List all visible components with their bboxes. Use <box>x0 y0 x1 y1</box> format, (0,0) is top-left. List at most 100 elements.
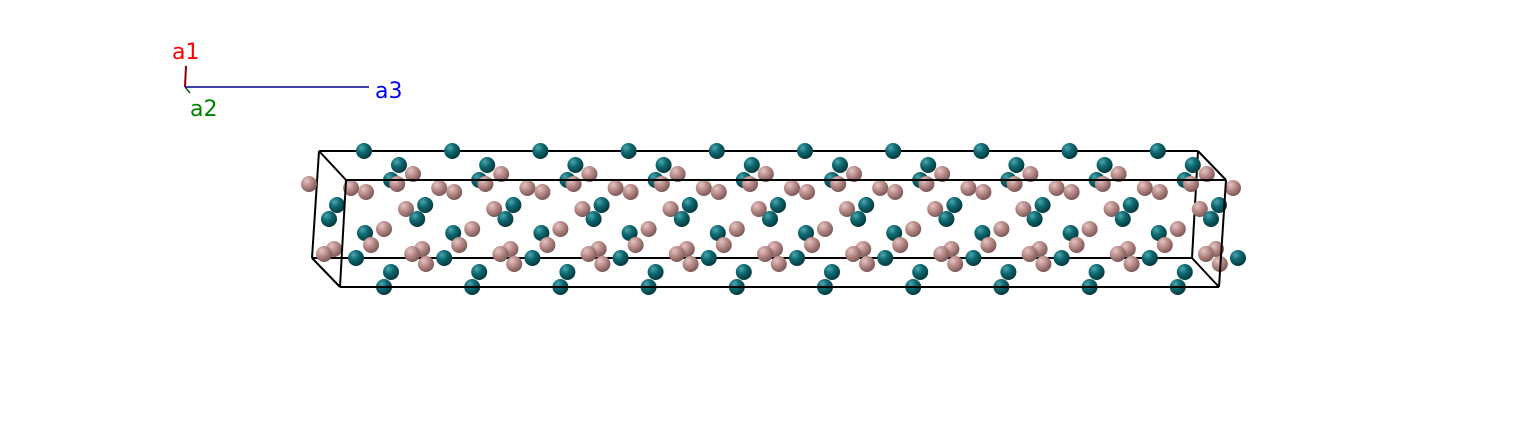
atom-species-b[interactable] <box>301 176 317 192</box>
atom-species-b[interactable] <box>859 256 875 272</box>
atom-species-b[interactable] <box>363 237 379 253</box>
atom-species-b[interactable] <box>846 166 862 182</box>
atom-species-b[interactable] <box>1191 201 1208 217</box>
atom-species-b[interactable] <box>622 184 639 200</box>
atom-species-b[interactable] <box>653 176 670 192</box>
atom-species-b[interactable] <box>784 180 800 196</box>
atom-species-b[interactable] <box>1183 176 1199 192</box>
atom-species-a[interactable] <box>524 250 541 266</box>
atom-species-a[interactable] <box>1000 264 1017 280</box>
atom-species-a[interactable] <box>797 143 813 159</box>
atom-species-b[interactable] <box>887 184 904 200</box>
atom-species-a[interactable] <box>912 264 929 280</box>
atom-species-b[interactable] <box>1151 184 1168 200</box>
atom-species-a[interactable] <box>620 143 637 159</box>
atom-species-b[interactable] <box>799 184 815 200</box>
atom-species-b[interactable] <box>1110 166 1127 182</box>
atom-species-b[interactable] <box>539 237 556 253</box>
atom-species-b[interactable] <box>1063 184 1080 200</box>
atom-species-b[interactable] <box>668 246 685 262</box>
atom-species-b[interactable] <box>662 201 679 217</box>
atom-species-a[interactable] <box>1114 211 1131 227</box>
atom-species-a[interactable] <box>965 250 982 266</box>
atom-species-b[interactable] <box>493 166 510 182</box>
atom-species-a[interactable] <box>762 211 778 227</box>
atom-species-b[interactable] <box>552 221 569 237</box>
atom-species-b[interactable] <box>1081 221 1098 237</box>
atom-species-a[interactable] <box>673 211 690 227</box>
atom-species-b[interactable] <box>581 166 598 182</box>
atom-species-a[interactable] <box>708 143 725 159</box>
atom-species-b[interactable] <box>1225 180 1241 196</box>
atom-species-b[interactable] <box>1169 221 1186 237</box>
atom-species-a[interactable] <box>1088 264 1105 280</box>
atom-species-b[interactable] <box>492 246 509 262</box>
atom-species-b[interactable] <box>1035 256 1052 272</box>
atom-species-b[interactable] <box>405 166 421 182</box>
atom-species-a[interactable] <box>417 197 434 213</box>
atom-species-b[interactable] <box>933 246 950 262</box>
atom-species-a[interactable] <box>709 225 726 241</box>
atom-species-a[interactable] <box>886 225 903 241</box>
atom-species-b[interactable] <box>418 256 434 272</box>
atom-species-a[interactable] <box>938 211 955 227</box>
atom-species-a[interactable] <box>348 250 364 266</box>
atom-species-b[interactable] <box>580 246 597 262</box>
atom-species-a[interactable] <box>1061 143 1078 159</box>
atom-species-a[interactable] <box>1053 250 1070 266</box>
atom-species-b[interactable] <box>534 184 551 200</box>
atom-species-b[interactable] <box>830 176 847 192</box>
atom-species-b[interactable] <box>710 184 727 200</box>
atom-species-b[interactable] <box>404 246 421 262</box>
atom-species-b[interactable] <box>757 246 773 262</box>
atom-species-b[interactable] <box>1015 201 1032 217</box>
atom-species-a[interactable] <box>1141 250 1158 266</box>
atom-species-a[interactable] <box>824 264 840 280</box>
atom-species-a[interactable] <box>798 225 814 241</box>
atom-species-a[interactable] <box>877 250 894 266</box>
atom-species-a[interactable] <box>681 197 698 213</box>
atom-species-b[interactable] <box>947 256 964 272</box>
atom-species-a[interactable] <box>357 225 373 241</box>
atom-species-a[interactable] <box>321 211 337 227</box>
atom-species-b[interactable] <box>1136 180 1153 196</box>
atom-species-b[interactable] <box>376 221 392 237</box>
atom-species-a[interactable] <box>1184 157 1201 173</box>
atom-species-b[interactable] <box>565 176 582 192</box>
atom-species-a[interactable] <box>409 211 426 227</box>
atom-species-b[interactable] <box>927 201 944 217</box>
atom-species-a[interactable] <box>1034 197 1051 213</box>
atom-species-a[interactable] <box>946 197 963 213</box>
atom-species-b[interactable] <box>1068 237 1085 253</box>
atom-species-a[interactable] <box>832 157 848 173</box>
atom-species-a[interactable] <box>593 197 610 213</box>
atom-species-a[interactable] <box>1122 197 1139 213</box>
atom-species-a[interactable] <box>497 211 514 227</box>
atom-species-a[interactable] <box>974 225 991 241</box>
atom-species-a[interactable] <box>612 250 629 266</box>
atom-species-a[interactable] <box>743 157 760 173</box>
atom-species-a[interactable] <box>1203 211 1219 227</box>
atom-species-a[interactable] <box>770 197 786 213</box>
atom-species-a[interactable] <box>1150 225 1167 241</box>
atom-species-b[interactable] <box>574 201 591 217</box>
atom-species-a[interactable] <box>559 264 576 280</box>
atom-species-b[interactable] <box>446 184 463 200</box>
atom-species-b[interactable] <box>506 256 523 272</box>
atom-species-b[interactable] <box>750 201 767 217</box>
atom-species-b[interactable] <box>892 237 909 253</box>
atom-species-b[interactable] <box>358 184 374 200</box>
atom-species-a[interactable] <box>789 250 805 266</box>
atom-species-b[interactable] <box>519 180 536 196</box>
atom-species-a[interactable] <box>532 143 549 159</box>
atom-species-a[interactable] <box>885 143 902 159</box>
atom-species-a[interactable] <box>647 264 664 280</box>
atom-species-b[interactable] <box>343 180 359 196</box>
atom-species-a[interactable] <box>858 197 875 213</box>
atom-species-b[interactable] <box>682 256 699 272</box>
atom-species-b[interactable] <box>398 201 414 217</box>
atom-species-b[interactable] <box>715 237 732 253</box>
atom-species-b[interactable] <box>980 237 997 253</box>
atom-species-a[interactable] <box>505 197 522 213</box>
